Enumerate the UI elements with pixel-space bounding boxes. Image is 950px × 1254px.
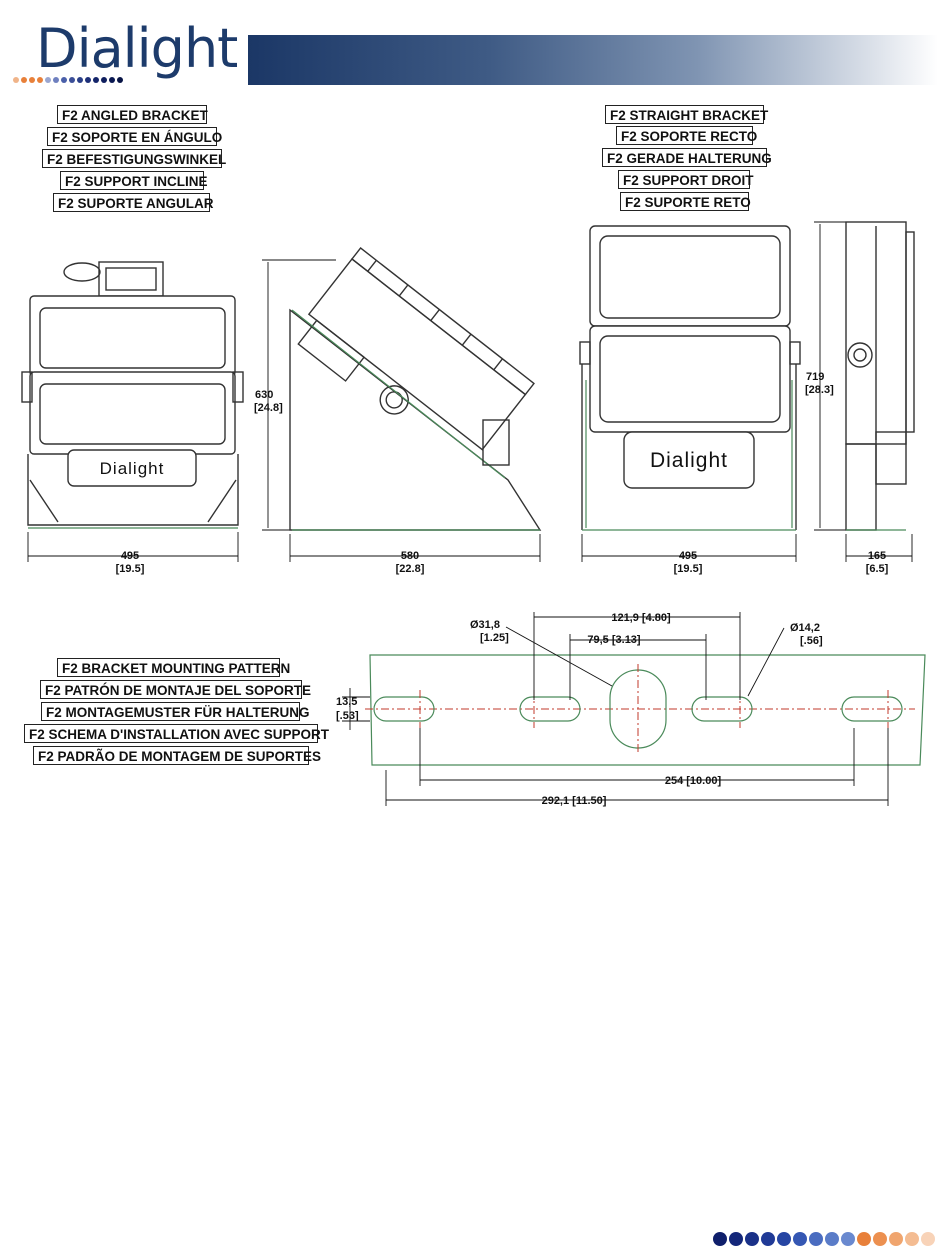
straight-width-in: [19.5]	[674, 563, 703, 575]
straight-width-mm: 495	[679, 550, 697, 562]
straight-fixture-brand: Dialight	[650, 449, 728, 472]
straight-label-en: F2 STRAIGHT BRACKET	[605, 105, 768, 124]
mount-slot-4	[841, 696, 903, 722]
straight-label-pt: F2 SUPORTE RETO	[620, 192, 751, 211]
angled-width-mm: 495	[121, 550, 139, 562]
straight-height-in: [28.3]	[805, 384, 834, 396]
angled-fixture-brand: Dialight	[100, 459, 165, 478]
straight-label-es: F2 SOPORTE RECTO	[616, 126, 757, 145]
dia-large-in: [1.25]	[480, 632, 509, 644]
dim-254: 254 [10.00]	[665, 775, 722, 787]
footer-dots	[713, 1232, 935, 1246]
straight-label-de: F2 GERADE HALTERUNG	[602, 148, 772, 167]
angled-label-en: F2 ANGLED BRACKET	[57, 105, 208, 124]
dim-292-1: 292,1 [11.50]	[542, 795, 607, 807]
angled-label-pt: F2 SUPORTE ANGULAR	[53, 193, 214, 212]
pattern-label-es: F2 PATRÓN DE MONTAJE DEL SOPORTE	[40, 680, 311, 699]
dim-13-5-mm: 13,5	[336, 696, 357, 708]
pattern-label-de: F2 MONTAGEMUSTER FÜR HALTERUNG	[41, 702, 310, 721]
dim-13-5-in: [.53]	[336, 710, 359, 722]
mount-slot-1	[373, 696, 435, 722]
mount-slot-3	[691, 696, 753, 722]
straight-label-fr: F2 SUPPORT DROIT	[618, 170, 754, 189]
angled-label-fr: F2 SUPPORT INCLINE	[60, 171, 208, 190]
angled-label-de: F2 BEFESTIGUNGSWINKEL	[42, 149, 226, 168]
angled-depth-in: [22.8]	[396, 563, 425, 575]
angled-height-mm: 630	[255, 389, 273, 401]
angled-depth-mm: 580	[401, 550, 419, 562]
dia-large-mm: Ø31,8	[470, 619, 500, 631]
dim-79-5: 79,5 [3.13]	[587, 634, 641, 646]
straight-depth-mm: 165	[868, 550, 886, 562]
pattern-label-en: F2 BRACKET MOUNTING PATTERN	[57, 658, 290, 677]
angled-height-in: [24.8]	[254, 402, 283, 414]
pattern-label-fr: F2 SCHEMA D'INSTALLATION AVEC SUPPORT	[24, 724, 329, 743]
straight-height-mm: 719	[806, 371, 824, 383]
angled-width-in: [19.5]	[116, 563, 145, 575]
angled-label-es: F2 SOPORTE EN ÁNGULO	[47, 127, 222, 146]
mount-slot-2	[519, 696, 581, 722]
dim-121-9: 121,9 [4.80]	[611, 612, 671, 624]
logo-dots	[13, 77, 123, 83]
straight-depth-in: [6.5]	[866, 563, 889, 575]
logo-wordmark: Dialight	[36, 17, 238, 80]
pattern-label-pt: F2 PADRÃO DE MONTAGEM DE SUPORTES	[33, 746, 321, 765]
dia-small-in: [.56]	[800, 635, 823, 647]
header-gradient-bar	[248, 35, 938, 85]
dia-small-mm: Ø14,2	[790, 622, 820, 634]
